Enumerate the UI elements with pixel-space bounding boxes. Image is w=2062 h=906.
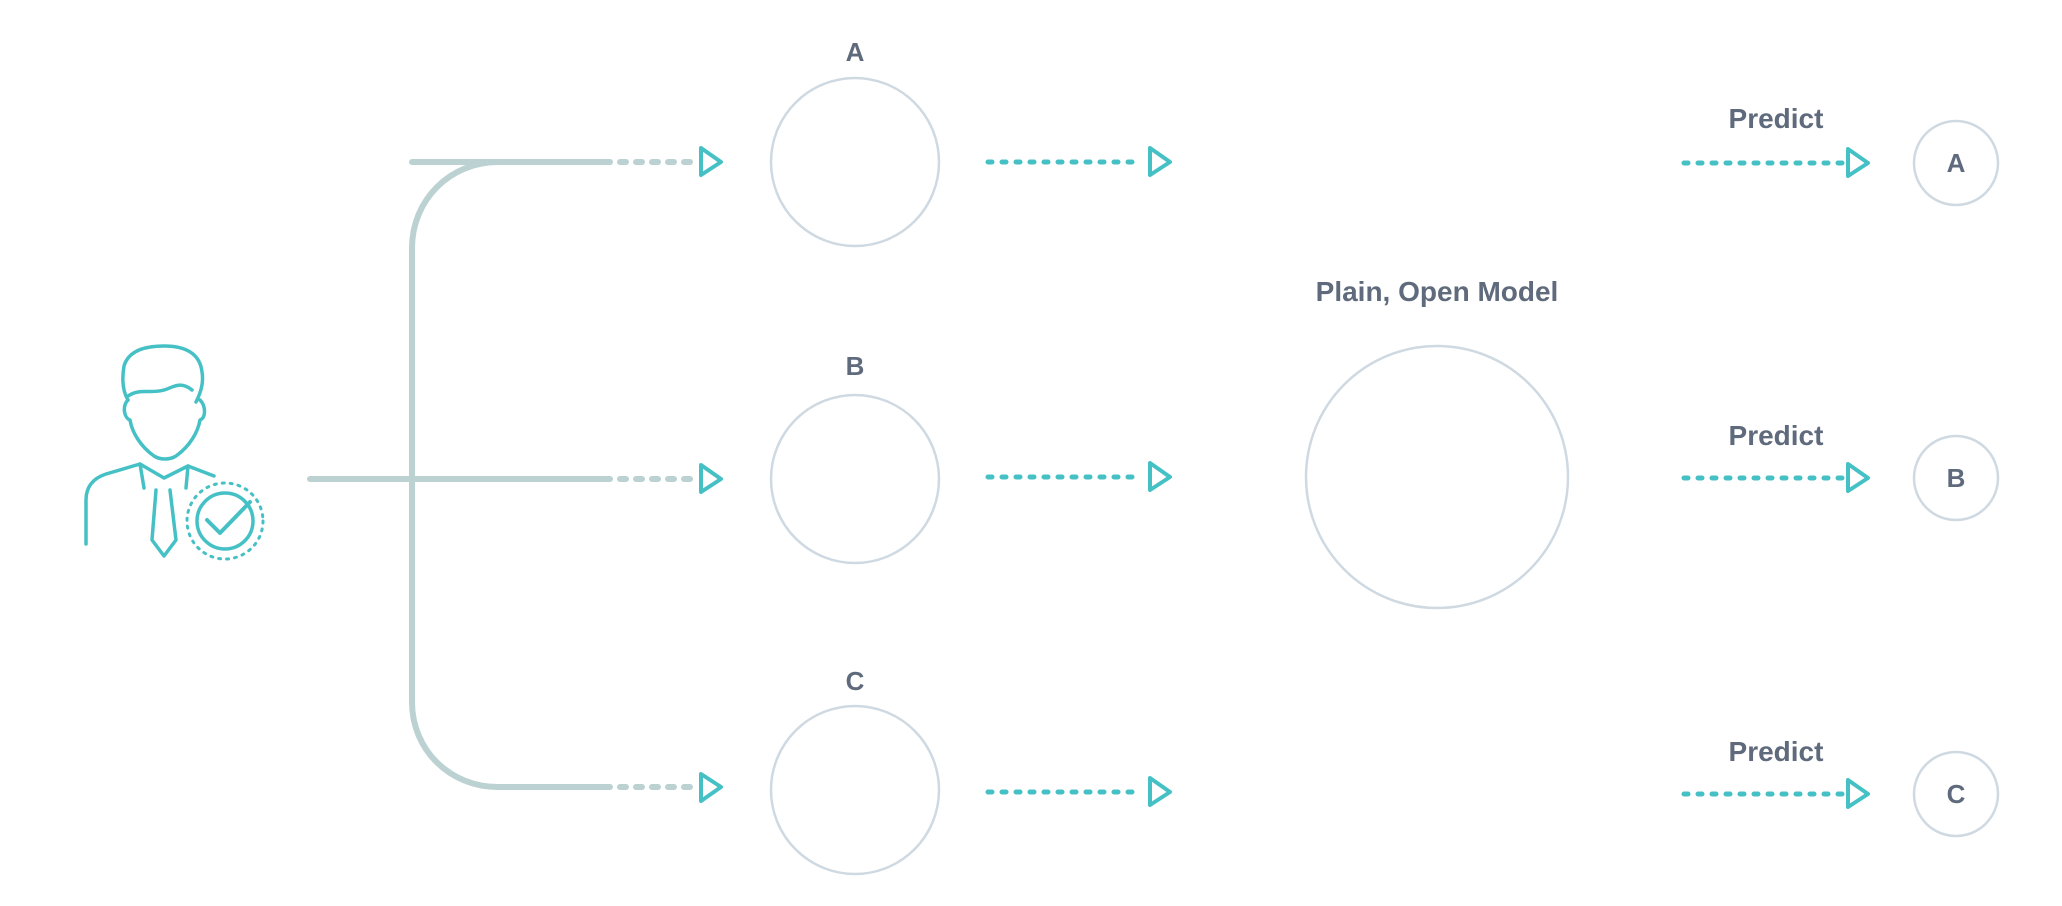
group-arrowheads	[699, 146, 723, 803]
group-circle-a	[769, 76, 941, 248]
output-label-a: A	[1947, 148, 1966, 178]
output-circle-a	[1912, 119, 2000, 207]
prediction-arrows	[1681, 147, 1870, 809]
model-circle	[1304, 344, 1570, 610]
arrowhead-c	[699, 772, 723, 803]
predict-label-a: Predict	[1729, 103, 1824, 134]
group-label-a: A	[846, 37, 865, 67]
arrowhead-a	[699, 146, 723, 177]
trunk-dotted-lines	[617, 159, 693, 790]
group-circle-b	[769, 393, 941, 565]
group-to-model-arrows	[985, 146, 1172, 807]
output-circles	[1912, 119, 2000, 838]
output-label-c: C	[1947, 779, 1966, 809]
output-circle-c	[1912, 750, 2000, 838]
group-label-c: C	[846, 666, 865, 696]
output-label-b: B	[1947, 463, 1966, 493]
group-circle-c	[769, 704, 941, 876]
check-badge-icon	[185, 481, 265, 561]
model-title: Plain, Open Model	[1316, 276, 1559, 307]
group-label-b: B	[846, 351, 865, 381]
verified-user-icon	[84, 344, 216, 558]
group-circles	[769, 76, 941, 876]
output-circle-b	[1912, 434, 2000, 522]
predict-label-b: Predict	[1729, 420, 1824, 451]
arrowhead-b	[699, 463, 723, 494]
predict-label-c: Predict	[1729, 736, 1824, 767]
branch-connector	[307, 159, 613, 790]
